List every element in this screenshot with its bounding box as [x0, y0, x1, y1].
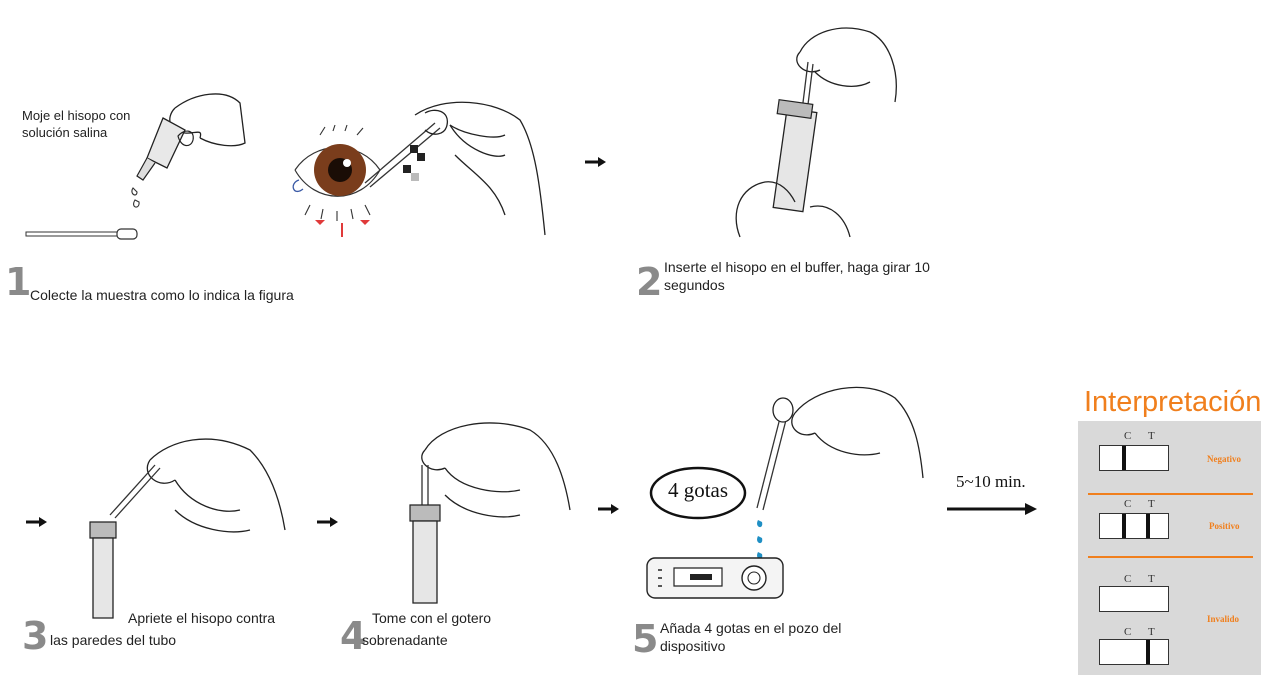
step-3-caption-line-1: Apriete el hisopo contra	[128, 609, 275, 627]
hand-icon	[80, 420, 290, 625]
result-positive-t-label: T	[1148, 498, 1155, 510]
divider	[1088, 556, 1253, 558]
timer-label: 5~10 min.	[956, 472, 1026, 492]
result-negative-strip	[1099, 445, 1169, 471]
swab-icon	[25, 228, 145, 242]
result-invalid-t-label-2: T	[1148, 626, 1155, 638]
hand-icon	[355, 95, 555, 240]
test-cassette-icon	[646, 556, 786, 602]
result-positive-c-label: C	[1124, 498, 1131, 510]
step-5-number: 5	[632, 620, 658, 658]
step-3-caption-line-2: las paredes del tubo	[50, 631, 176, 649]
result-invalid-c-label: C	[1124, 573, 1131, 585]
result-invalid-strip-test-only	[1099, 639, 1169, 665]
arrow-icon	[598, 503, 620, 515]
tube-icon	[720, 12, 910, 242]
result-negative-c-label: C	[1124, 430, 1131, 442]
control-line	[1122, 514, 1126, 538]
result-negative-t-label: T	[1148, 430, 1155, 442]
interpretation-panel: C T Negativo C T Positivo C T C T Invali…	[1078, 421, 1261, 675]
drops-label: 4 gotas	[658, 478, 738, 503]
result-invalid-strip-empty	[1099, 586, 1169, 612]
result-invalid-t-label: T	[1148, 573, 1155, 585]
result-invalid-c-label-2: C	[1124, 626, 1131, 638]
result-positive-label: Positivo	[1209, 521, 1240, 531]
dropper-bottle-icon	[115, 88, 255, 208]
test-line	[1146, 640, 1150, 664]
arrow-icon	[317, 516, 339, 528]
arrow-icon	[947, 502, 1039, 516]
step-5-caption-line-2: dispositivo	[660, 637, 725, 655]
interpretation-title: Interpretación	[1084, 386, 1261, 419]
hand-icon	[745, 378, 925, 578]
step-5-caption-line-1: Añada 4 gotas en el pozo del	[660, 619, 841, 637]
result-positive-strip	[1099, 513, 1169, 539]
step-2-number: 2	[636, 263, 662, 301]
control-line	[1122, 446, 1126, 470]
arrow-icon	[585, 156, 607, 168]
dropper-icon	[400, 410, 575, 610]
test-line	[1146, 514, 1150, 538]
step-1-caption: Colecte la muestra como lo indica la fig…	[30, 286, 294, 304]
step-1-number: 1	[5, 263, 31, 301]
step-4-caption-line-1: Tome con el gotero	[372, 609, 491, 627]
step-2-caption-line-1: Inserte el hisopo en el buffer, haga gir…	[664, 258, 930, 276]
step-3-number: 3	[22, 617, 48, 655]
step-1-note-line-2: solución salina	[22, 124, 107, 142]
result-invalid-label: Invalido	[1207, 614, 1239, 624]
arrow-icon	[26, 516, 48, 528]
divider	[1088, 493, 1253, 495]
step-4-caption-line-2: sobrenadante	[362, 631, 448, 649]
result-negative-label: Negativo	[1207, 454, 1241, 464]
step-2-caption-line-2: segundos	[664, 276, 725, 294]
